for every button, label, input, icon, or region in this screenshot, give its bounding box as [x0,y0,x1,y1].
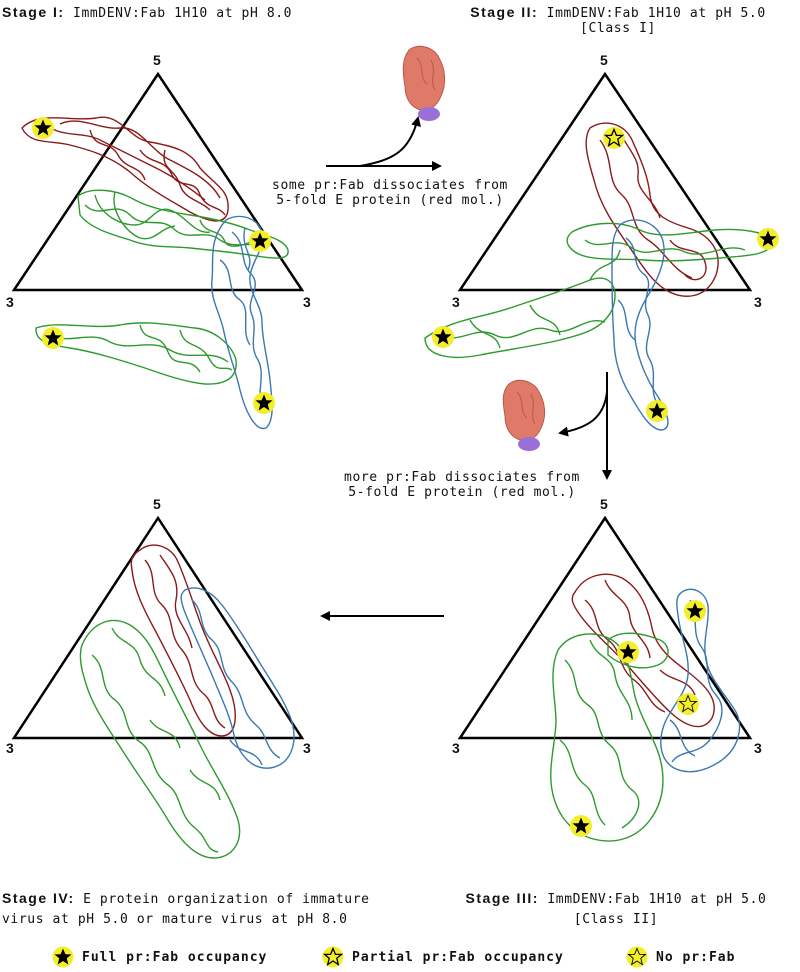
star-full-stage-3-b [617,641,639,663]
arrow-2-line-2: 5-fold E protein (red mol.) [348,485,576,500]
arrow-2-line-1: more pr:Fab dissociates from [344,470,580,485]
arrow-1-branch [359,116,421,167]
blue-molecule-stage-1 [211,215,273,430]
red-molecule-stage-4 [130,544,236,737]
arrow-2-caption: more pr:Fab dissociates from 5-fold E pr… [330,470,594,500]
vertex-3-right-stage2: 3 [754,294,762,310]
arrow-1-line-2: 5-fold E protein (red mol.) [276,193,504,208]
stage-4-text: E protein organization of immature [83,892,370,907]
panel-stage-2 [424,71,779,431]
star-full-stage-1-a [32,117,54,139]
stage-1-title: Stage I: ImmDENV:Fab 1H10 at pH 8.0 [2,4,292,21]
star-full-stage-2-c [432,326,454,348]
stage-2-text: ImmDENV:Fab 1H10 at pH 5.0 [546,6,766,21]
vertex-3-right-stage1: 3 [303,294,311,310]
stage-3-class: [Class II] [573,912,659,927]
star-full-stage-3-d [570,815,592,837]
triangle-stage-1 [11,71,305,292]
star-none-icon [626,946,648,968]
green-molecule-stage-4 [79,619,241,859]
triangle-stage-2 [457,71,753,292]
blue-molecule-stage-4 [180,587,295,769]
triangle-stage-4 [11,515,305,740]
stage-3-title: Stage III: ImmDENV:Fab 1H10 at pH 5.0 [C… [432,888,800,930]
stage-3-label: Stage III: [465,890,539,906]
legend-none: No pr:Fab [626,946,735,968]
stage-1-label: Stage I: [2,4,65,20]
stage-3-text: ImmDENV:Fab 1H10 at pH 5.0 [547,892,767,907]
arrow-stage-1-to-2 [326,116,442,171]
star-none-stage-3-c [677,693,699,715]
star-full-icon [52,946,74,968]
vertex-5-stage1: 5 [153,52,161,68]
legend-none-label: No pr:Fab [656,949,736,965]
vertex-3-right-stage3: 3 [754,740,762,756]
vertex-3-left-stage3: 3 [452,740,460,756]
panel-stage-4 [11,515,305,859]
arrow-1-caption: some pr:Fab dissociates from 5-fold E pr… [258,178,522,208]
star-full-stage-1-b [249,230,271,252]
vertex-3-left-stage1: 3 [6,294,14,310]
arrow-stage-2-to-3 [558,372,612,480]
stage-4-text-2: virus at pH 5.0 or mature virus at pH 8.… [2,912,348,927]
fab-molecule-2 [502,379,546,451]
stage-1-text: ImmDENV:Fab 1H10 at pH 8.0 [73,6,293,21]
panel-stage-3 [457,515,753,842]
star-full-stage-3-a [684,600,706,622]
green-molecule-lower-stage-1 [35,322,237,385]
red-molecule-stage-2 [585,122,719,297]
fab-molecule-1 [402,45,446,121]
legend-partial: Partial pr:Fab occupancy [322,946,564,968]
vertex-5-stage3: 5 [600,496,608,512]
arrow-1-line-1: some pr:Fab dissociates from [272,178,508,193]
stage-4-title: Stage IV: E protein organization of imma… [2,888,370,930]
vertex-3-left-stage4: 3 [6,740,14,756]
stage-2-title: Stage II: ImmDENV:Fab 1H10 at pH 5.0 [Cl… [438,4,798,36]
arrow-2-branch [558,391,608,437]
star-partial-stage-2-a [603,127,625,149]
star-full-stage-2-d [646,400,668,422]
vertex-5-stage2: 5 [600,52,608,68]
stage-2-class: [Class I] [580,21,656,36]
star-full-stage-2-b [757,228,779,250]
stage-4-label: Stage IV: [2,890,75,906]
legend-partial-label: Partial pr:Fab occupancy [352,949,564,965]
vertex-5-stage4: 5 [153,496,161,512]
blue-molecule-stage-3 [660,588,741,773]
blue-molecule-stage-2 [611,219,669,431]
stage-2-label: Stage II: [470,4,539,20]
legend-full-label: Full pr:Fab occupancy [82,949,268,965]
red-molecule-stage-1 [21,116,229,222]
legend-full: Full pr:Fab occupancy [52,946,267,968]
triangle-stage-3 [457,515,753,740]
star-full-stage-1-c [42,327,64,349]
star-partial-icon [322,946,344,968]
panel-stage-1 [11,71,305,430]
star-full-stage-1-d [253,392,275,414]
vertex-3-left-stage2: 3 [452,294,460,310]
green-molecule-stage-1 [77,189,289,259]
vertex-3-right-stage4: 3 [303,740,311,756]
